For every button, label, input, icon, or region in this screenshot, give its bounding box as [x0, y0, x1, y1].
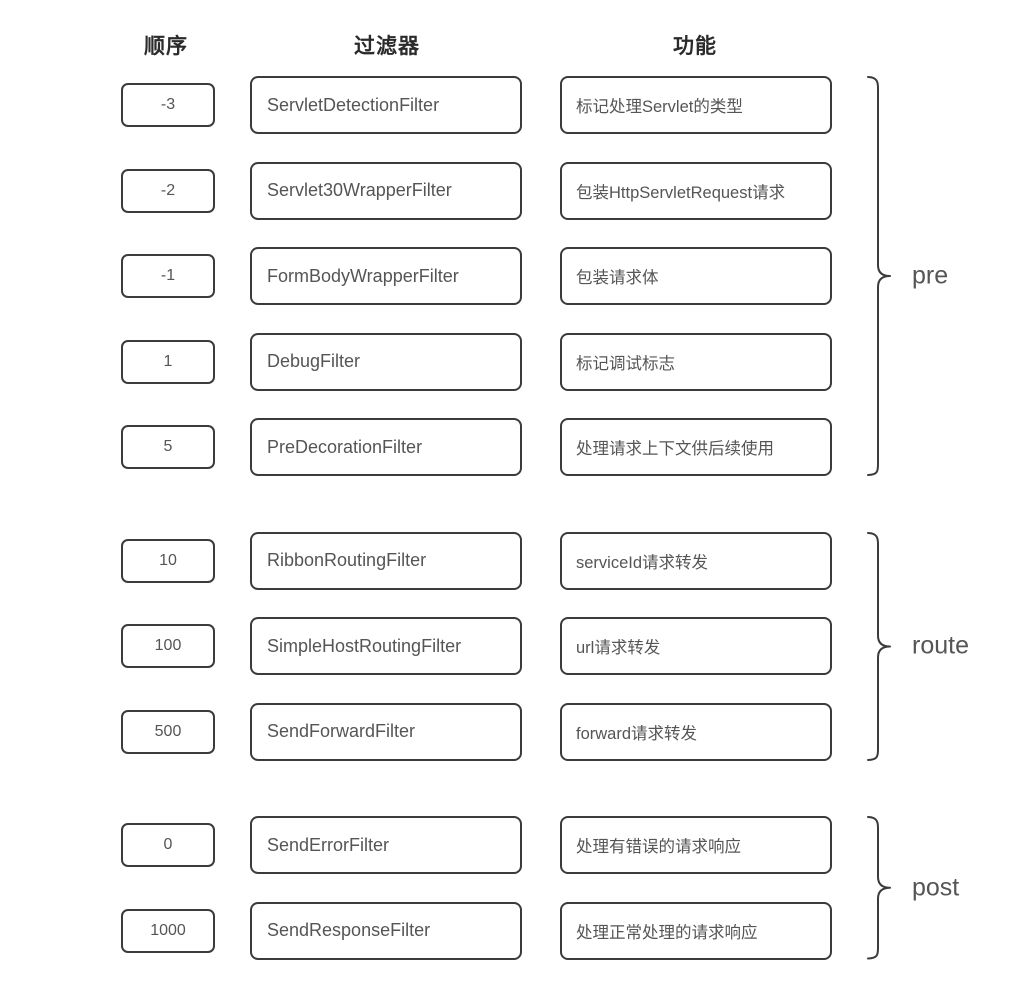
- group-brace-route: route: [866, 531, 969, 761]
- function-cell: 包装HttpServletRequest请求: [560, 161, 832, 220]
- function-cell: 处理请求上下文供后续使用: [560, 418, 832, 476]
- function-cell: serviceId请求转发: [560, 531, 832, 590]
- curly-brace-icon: [867, 816, 891, 960]
- table-row: 5 PreDecorationFilter 处理请求上下文供后续使用: [0, 418, 1024, 476]
- column-header-function: 功能: [673, 35, 717, 58]
- order-cell: 500: [121, 709, 215, 754]
- filter-cell: DebugFilter: [250, 332, 522, 391]
- filter-cell: SimpleHostRoutingFilter: [250, 617, 522, 675]
- table-row: 1 DebugFilter 标记调试标志: [0, 332, 1024, 391]
- group-brace-post: post: [866, 816, 959, 960]
- order-cell: -2: [121, 168, 215, 213]
- table-row: 10 RibbonRoutingFilter serviceId请求转发: [0, 531, 1024, 590]
- order-cell: -3: [121, 83, 215, 127]
- group-brace-pre: pre: [866, 76, 948, 476]
- brace-label-post: post: [912, 873, 960, 902]
- filter-cell: ServletDetectionFilter: [250, 76, 522, 134]
- filter-cell: RibbonRoutingFilter: [250, 531, 522, 590]
- order-cell: 5: [121, 425, 215, 469]
- table-row: 0 SendErrorFilter 处理有错误的请求响应: [0, 816, 1024, 874]
- order-cell: 1: [121, 339, 215, 384]
- filter-cell: SendForwardFilter: [250, 702, 522, 761]
- table-row: 100 SimpleHostRoutingFilter url请求转发: [0, 617, 1024, 675]
- filter-cell: Servlet30WrapperFilter: [250, 161, 522, 220]
- order-cell: 10: [121, 538, 215, 583]
- filter-cell: SendResponseFilter: [250, 901, 522, 960]
- filter-cell: FormBodyWrapperFilter: [250, 247, 522, 305]
- table-row: -2 Servlet30WrapperFilter 包装HttpServletReq…: [0, 161, 1024, 220]
- function-cell: url请求转发: [560, 617, 832, 675]
- order-cell: 0: [121, 823, 215, 867]
- function-cell: 处理正常处理的请求响应: [560, 901, 832, 960]
- curly-brace-icon: [867, 531, 891, 761]
- column-header-filter: 过滤器: [354, 35, 420, 58]
- function-cell: 标记调试标志: [560, 332, 832, 391]
- column-header-order: 顺序: [144, 35, 188, 58]
- table-row: 1000 SendResponseFilter 处理正常处理的请求响应: [0, 901, 1024, 960]
- function-cell: forward请求转发: [560, 702, 832, 761]
- function-cell: 处理有错误的请求响应: [560, 816, 832, 874]
- filter-cell: PreDecorationFilter: [250, 418, 522, 476]
- brace-label-route: route: [912, 631, 969, 660]
- function-cell: 标记处理Servlet的类型: [560, 76, 832, 134]
- order-cell: 1000: [121, 908, 215, 953]
- table-row: -1 FormBodyWrapperFilter 包装请求体: [0, 247, 1024, 305]
- order-cell: 100: [121, 624, 215, 668]
- table-row: 500 SendForwardFilter forward请求转发: [0, 702, 1024, 761]
- curly-brace-icon: [867, 76, 891, 476]
- brace-label-pre: pre: [912, 261, 949, 290]
- table-row: -3 ServletDetectionFilter 标记处理Servlet的类型: [0, 76, 1024, 134]
- filter-cell: SendErrorFilter: [250, 816, 522, 874]
- function-cell: 包装请求体: [560, 247, 832, 305]
- order-cell: -1: [121, 254, 215, 298]
